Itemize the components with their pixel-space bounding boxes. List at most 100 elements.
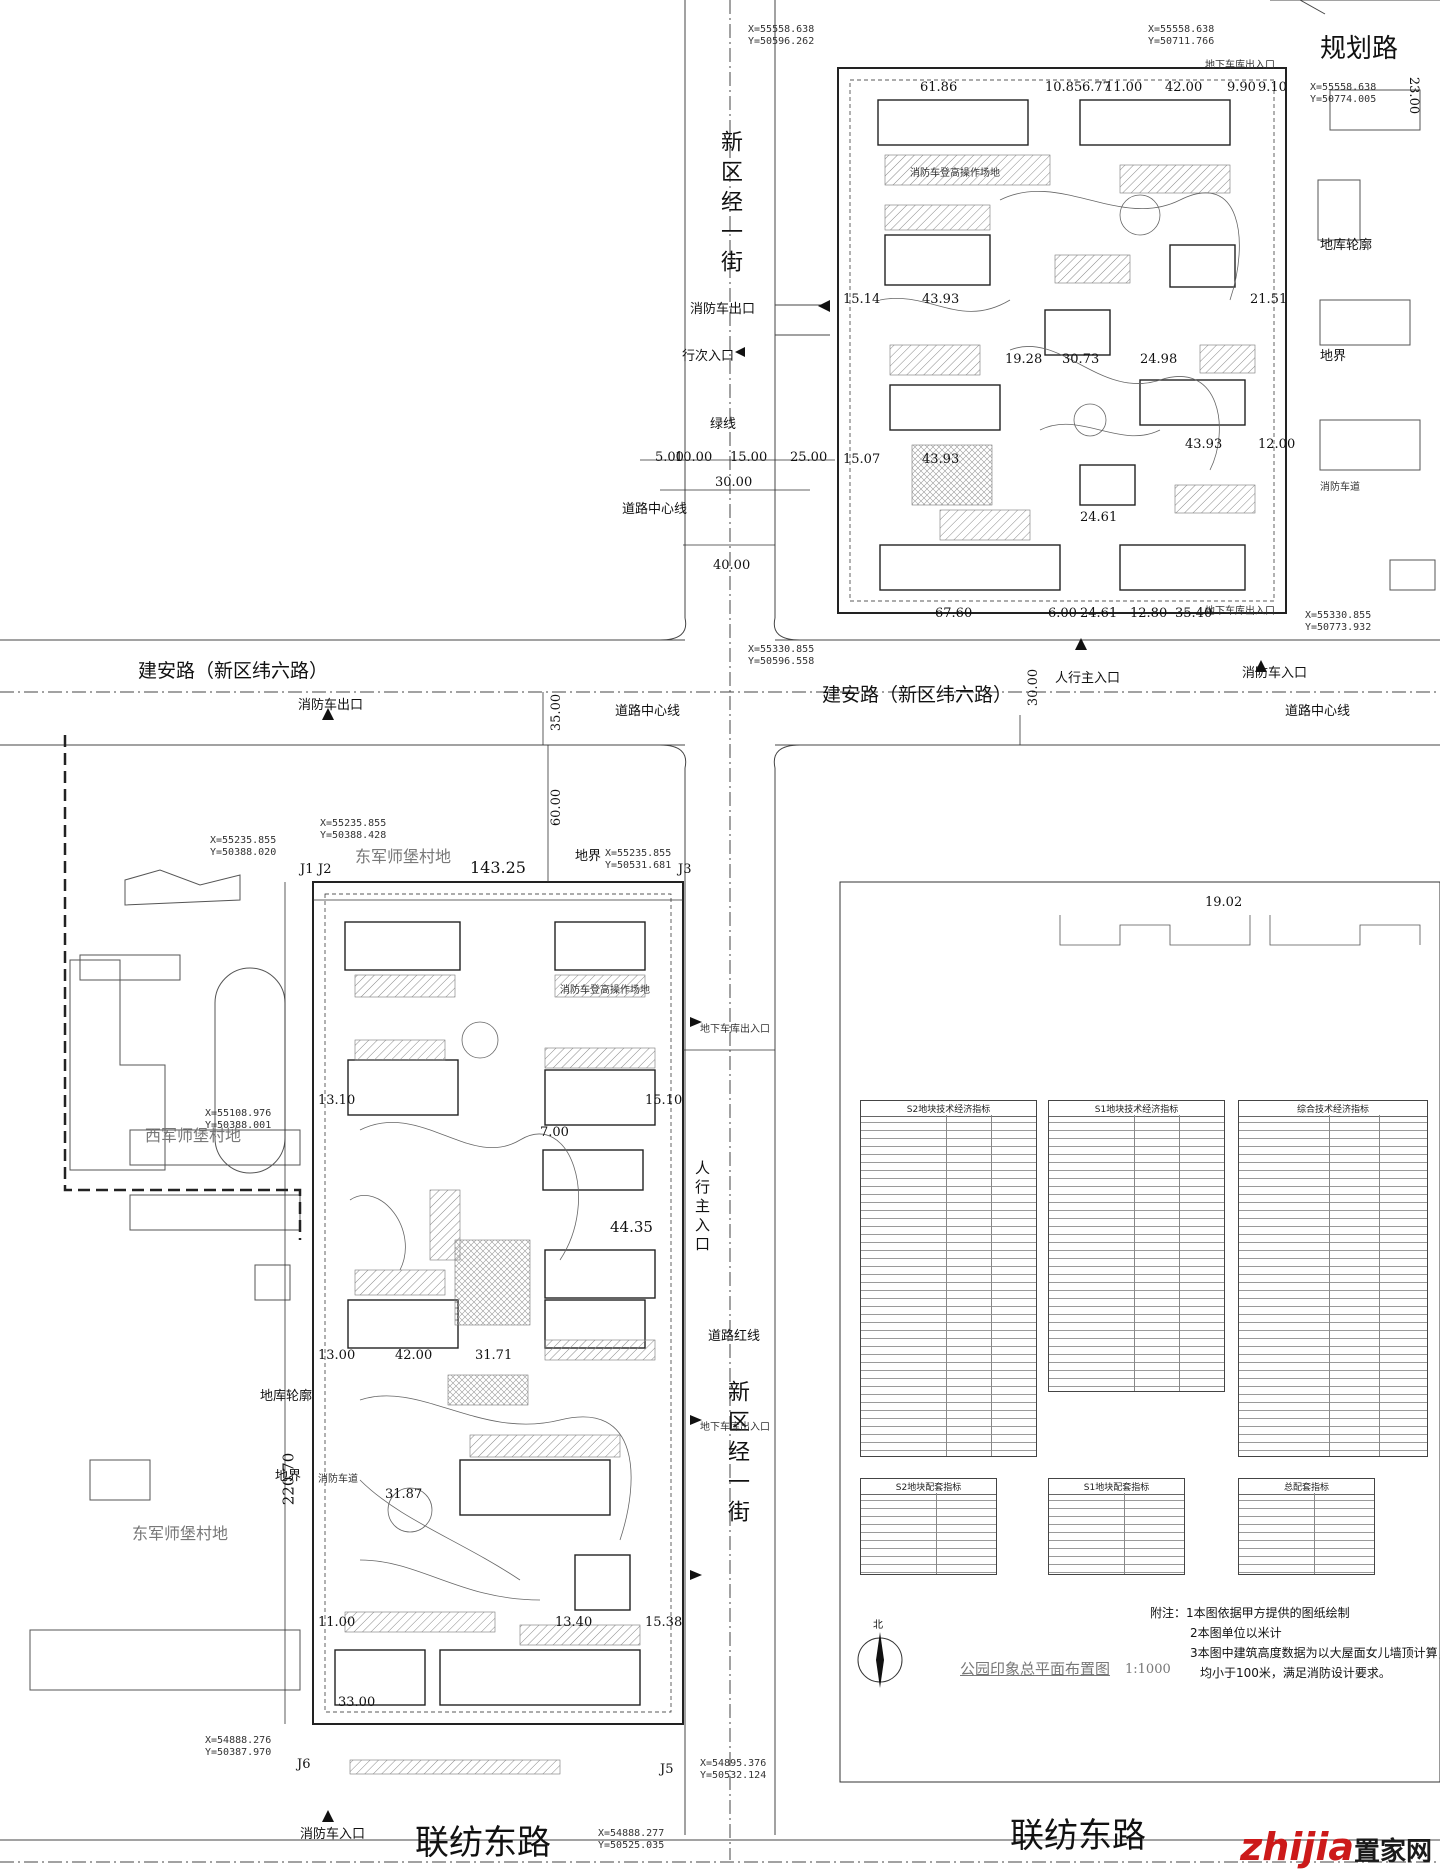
note-3: 3本图中建筑高度数据为以大屋面女儿墙顶计算， [1190,1646,1440,1660]
dim-4393-a: 43.93 [922,292,960,307]
notes-block: 附注：1本图依据甲方提供的图纸绘制 2本图单位以米计 3本图中建筑高度数据为以大… [1150,1603,1440,1683]
coord-5-y: Y=50773.932 [1305,622,1372,633]
coord-7-y: Y=50388.428 [320,830,387,841]
neighbour-buildings [29,89,1436,1691]
centerline-label-3: 道路中心线 [1285,704,1351,719]
dimension-lines [284,459,1021,1724]
coord-4-x: X=55330.855 [748,644,815,655]
dim-3300: 33.00 [338,1695,376,1710]
coord-11-x: X=54888.277 [598,1828,665,1839]
road-label-planned: 规划路 [1320,34,1399,64]
site-s1 [837,67,1287,614]
fire-exit-north: 消防车出口 [690,302,756,317]
garage-entry-1: 地下车库出入口 [1205,60,1275,71]
dim-3171: 31.71 [475,1348,513,1363]
dim-1538: 15.38 [645,1615,683,1630]
point-j3: J3 [678,862,692,877]
road-label-jingyi-south: 新区经一街 [724,1380,749,1530]
redline-label: 道路红线 [708,1329,761,1344]
ped-secondary-entry: 行次入口 [682,349,735,364]
coord-1-x: X=55558.638 [748,24,815,35]
coord-3-y: Y=50774.005 [1310,94,1377,105]
table-total-facilities: 总配套指标 [1238,1478,1375,1575]
coord-3-x: X=55558.638 [1310,82,1377,93]
dim-1300: 13.00 [318,1348,356,1363]
road-label-jianan-west: 建安路（新区纬六路） [138,660,329,682]
dim-15: 15.00 [730,450,768,465]
dim-2300: 23.00 [1406,76,1422,115]
site-s2 [312,881,684,1775]
fire-area-label-1: 消防车登高操作场地 [910,168,1000,179]
dim-1100: 11.00 [1105,80,1143,95]
coord-12-x: X=54895.376 [700,1758,767,1769]
point-j6: J6 [297,1757,311,1772]
fire-exit-south: 消防车出口 [298,698,364,713]
point-j5: J5 [660,1762,674,1777]
coord-8-y: Y=50531.681 [605,860,672,871]
dim-1928: 19.28 [1005,352,1043,367]
dim-6186: 61.86 [920,80,958,95]
dim-600: 6.00 [1048,606,1077,621]
dim-220: 220.70 [279,1452,298,1506]
elevation-sketch [1059,915,1421,946]
watermark-logo: zhijia置家网 [1240,1825,1432,1869]
coord-2-x: X=55558.638 [1148,24,1215,35]
garage-outline-label-2: 地库轮廓 [260,1389,313,1404]
dim-30-v: 30.00 [1026,668,1042,707]
coord-8-x: X=55235.855 [605,848,672,859]
table-s1-indicators: S1地块技术经济指标 [1048,1100,1225,1392]
dim-700: 7.00 [540,1125,569,1140]
dim-4435: 44.35 [610,1218,653,1236]
point-j1: J1 [300,862,314,877]
north-label: 北 [873,1620,883,1631]
point-j2: J2 [318,862,332,877]
dim-2151: 21.51 [1250,292,1288,307]
dim-3073: 30.73 [1062,352,1100,367]
dim-30: 30.00 [715,475,753,490]
dim-4393-b: 43.93 [922,452,960,467]
dim-1507: 15.07 [843,452,881,467]
dim-1310: 13.10 [318,1093,356,1108]
entrance-markers [322,300,1267,1822]
table-s2-facilities: S2地块配套指标 [860,1478,997,1575]
coord-9-y: Y=50388.001 [205,1120,272,1131]
note-2: 2本图单位以米计 [1190,1626,1282,1640]
coord-10-x: X=54888.276 [205,1735,272,1746]
legend-frame [839,881,1440,1783]
dim-35: 35.00 [549,693,565,732]
dim-3540: 35.40 [1175,606,1213,621]
road-label-jingyi-north: 新区经一街 [717,130,742,280]
village-label-xijun: 西军师堡村地 [145,1126,242,1145]
centerline-label-2: 道路中心线 [615,704,681,719]
road-label-lianfang-west: 联纺东路 [415,1823,551,1863]
notes-label: 附注： [1150,1606,1187,1620]
coord-2-y: Y=50711.766 [1148,36,1215,47]
table-s2-indicators: S2地块技术经济指标 [860,1100,1037,1457]
dim-1902: 19.02 [1205,895,1243,910]
north-arrow-icon [857,1632,903,1688]
coord-6-x: X=55235.855 [210,835,277,846]
fire-lane-label-2: 消防车道 [318,1474,358,1485]
dim-5: 5.00 [655,450,684,465]
dim-4200b: 42.00 [395,1348,433,1363]
drawing-scale: 1:1000 [1125,1662,1171,1677]
drawing-title: 公园印象总平面布置图 [960,1660,1111,1678]
dim-1100b: 11.00 [318,1615,356,1630]
dim-60: 60.00 [549,788,565,827]
village-boundary [63,735,302,1240]
coord-10-y: Y=50387.970 [205,1747,272,1758]
road-label-jianan-east: 建安路（新区纬六路） [822,684,1013,706]
dim-1086: 10.85 [1045,80,1083,95]
dim-25: 25.00 [790,450,828,465]
dim-143: 143.25 [470,858,526,877]
centerline-label-1: 道路中心线 [622,502,688,517]
dim-677: 6.77 [1082,80,1111,95]
village-label-dongjun-north: 东军师堡村地 [355,847,452,866]
dim-1514: 15.14 [843,292,881,307]
fire-entry-north: 消防车入口 [1242,666,1308,681]
coord-4-y: Y=50596.558 [748,656,815,667]
dim-910: 9.10 [1258,80,1287,95]
road-label-lianfang-east: 联纺东路 [1010,1816,1146,1856]
boundary-label-2: 地界 [575,849,602,864]
